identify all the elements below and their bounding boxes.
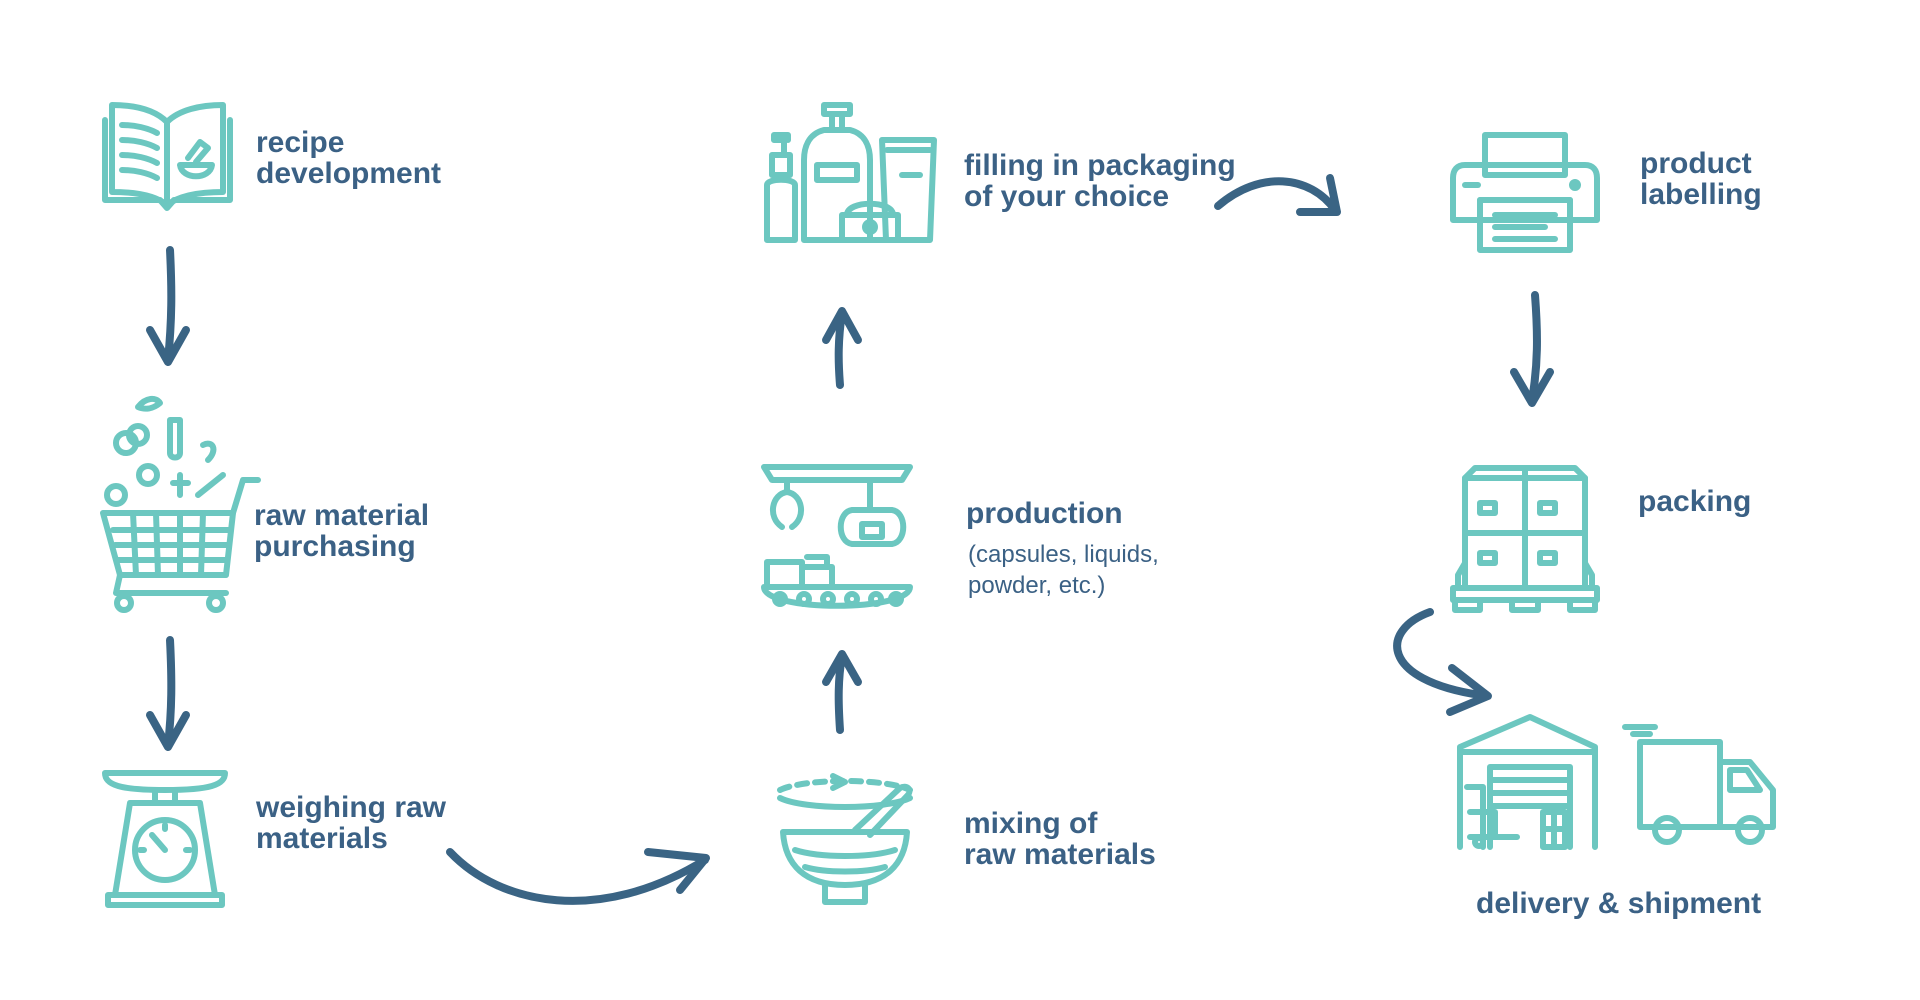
arrowhead-recipe-to-purchasing <box>146 326 190 366</box>
pallet-boxes-icon <box>1450 463 1600 613</box>
kitchen-scale-icon <box>100 765 230 910</box>
arrowhead-purchasing-to-weighing <box>146 711 190 751</box>
open-book-icon <box>100 100 235 211</box>
arrow-recipe-to-purchasing <box>164 246 176 364</box>
arrowhead-filling-to-labelling <box>1296 174 1341 216</box>
printer-icon <box>1450 130 1600 255</box>
step-label-packing: packing <box>1638 485 1752 518</box>
cosmetic-bottles-icon <box>762 100 942 245</box>
step-label-mixing: mixing of raw materials <box>964 807 1156 871</box>
step-label-production: production <box>966 497 1123 530</box>
step-label-weighing: weighing raw materials <box>256 791 447 855</box>
arrowhead-packing-to-delivery <box>1446 664 1492 716</box>
warehouse-truck-icon <box>1455 712 1785 852</box>
mortar-bowl-icon <box>775 770 915 910</box>
arrowhead-production-to-filling <box>822 307 862 344</box>
arrow-weighing-to-mixing <box>446 848 709 905</box>
step-label-delivery: delivery & shipment <box>1476 887 1762 920</box>
step-label-filling: filling in packaging of your choice <box>964 149 1236 213</box>
arrowhead-weighing-to-mixing <box>644 848 710 894</box>
step-label-recipe: recipe development <box>256 126 442 190</box>
step-label-purchasing: raw material purchasing <box>254 499 430 563</box>
step-label-labelling: product labelling <box>1640 147 1762 211</box>
arrow-production-to-filling <box>834 308 846 389</box>
arrow-packing-to-delivery <box>1393 608 1484 699</box>
arrowhead-mixing-to-production <box>822 650 862 686</box>
factory-machine-icon <box>761 462 913 612</box>
arrowhead-labelling-to-packing <box>1510 368 1554 407</box>
shopping-cart-icon <box>98 395 261 615</box>
step-sublabel-production: (capsules, liquids, powder, etc.) <box>968 541 1159 599</box>
arrow-labelling-to-packing <box>1528 291 1541 404</box>
arrow-mixing-to-production <box>834 651 846 734</box>
arrow-purchasing-to-weighing <box>164 636 176 749</box>
